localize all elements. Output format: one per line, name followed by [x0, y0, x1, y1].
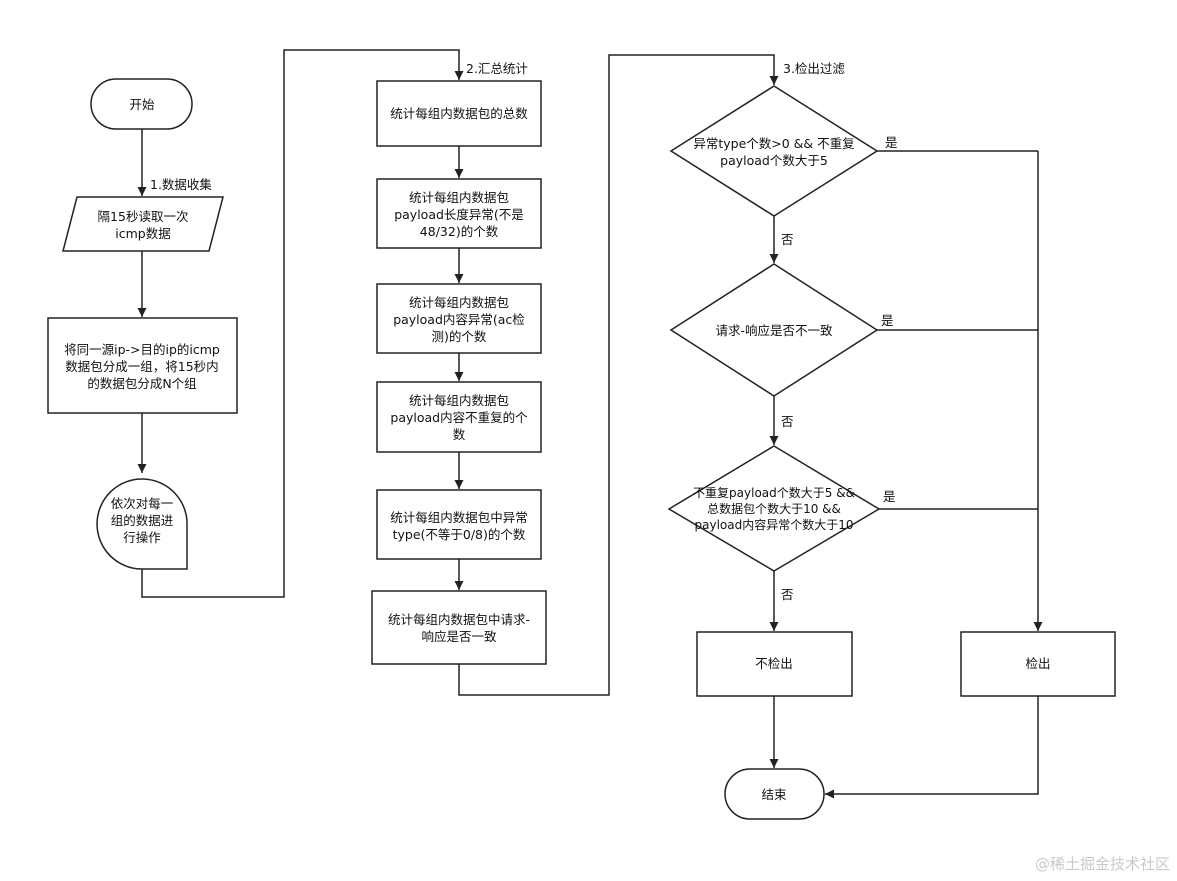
- group-line-3: 的数据包分成N个组: [87, 376, 196, 391]
- loop-line-2: 组的数据进: [111, 513, 174, 528]
- no-label-2: 否: [781, 414, 794, 429]
- stat4-line-3: 数: [453, 427, 466, 442]
- decision3-line-3: payload内容异常个数大于10: [695, 517, 854, 532]
- stat-box-req-resp: [371, 590, 547, 665]
- yes-label-2: 是: [881, 313, 894, 328]
- end-terminal: [724, 768, 825, 820]
- stat2-line-3: 48/32)的个数: [420, 224, 499, 239]
- decision1-line-2: payload个数大于5: [720, 153, 828, 168]
- group-line-1: 将同一源ip->目的ip的icmp: [64, 342, 220, 357]
- loop-connector: [96, 478, 188, 570]
- edge-loop-to-stats: [141, 49, 464, 598]
- not-detected-label: 不检出: [755, 656, 793, 671]
- stat6-line-2: 响应是否一致: [421, 629, 497, 644]
- loop-line-1: 依次对每一: [111, 496, 174, 511]
- edge-stats-to-filter: [458, 54, 779, 696]
- group-line-2: 数据包分成一组，将15秒内: [65, 359, 218, 374]
- read-data-parallelogram: [62, 196, 224, 252]
- stat2-line-1: 统计每组内数据包: [409, 190, 509, 205]
- stat5-line-2: type(不等于0/8)的个数: [393, 527, 526, 542]
- stat3-line-3: 测)的个数: [432, 329, 487, 344]
- detected-label: 检出: [1025, 656, 1050, 671]
- stat3-line-1: 统计每组内数据包: [409, 295, 509, 310]
- read-line-1: 隔15秒读取一次: [98, 209, 189, 224]
- decision3-line-2: 总数据包个数大于10 &&: [707, 501, 841, 516]
- watermark: @稀土掘金技术社区: [1035, 855, 1170, 873]
- stat2-line-2: payload长度异常(不是: [394, 207, 524, 222]
- decision2-line-1: 请求-响应是否不一致: [715, 323, 833, 338]
- end-label: 结束: [761, 787, 787, 802]
- no-label-3: 否: [781, 587, 794, 602]
- decision-abnormal-type: [669, 85, 879, 217]
- read-line-2: icmp数据: [115, 226, 170, 241]
- stat6-line-1: 统计每组内数据包中请求-: [388, 612, 530, 627]
- stat4-line-1: 统计每组内数据包: [409, 393, 509, 408]
- stage-filter-label: 3.检出过滤: [783, 61, 845, 76]
- yes-label-1: 是: [885, 135, 898, 150]
- loop-line-3: 行操作: [123, 530, 161, 545]
- stat1-line-1: 统计每组内数据包的总数: [390, 106, 528, 121]
- stage-stats-label: 2.汇总统计: [466, 61, 528, 76]
- stat4-line-2: payload内容不重复的个: [390, 410, 528, 425]
- decision3-line-1: 不重复payload个数大于5 &&: [693, 485, 855, 500]
- stat3-line-2: payload内容异常(ac检: [393, 312, 525, 327]
- yes-label-3: 是: [883, 489, 896, 504]
- decision1-line-1: 异常type个数>0 && 不重复: [693, 136, 855, 151]
- no-label-1: 否: [781, 232, 794, 247]
- start-label: 开始: [129, 97, 155, 112]
- stat5-line-1: 统计每组内数据包中异常: [390, 510, 528, 525]
- edge-detected-end: [825, 696, 1039, 799]
- stage-collect-label: 1.数据收集: [150, 177, 212, 192]
